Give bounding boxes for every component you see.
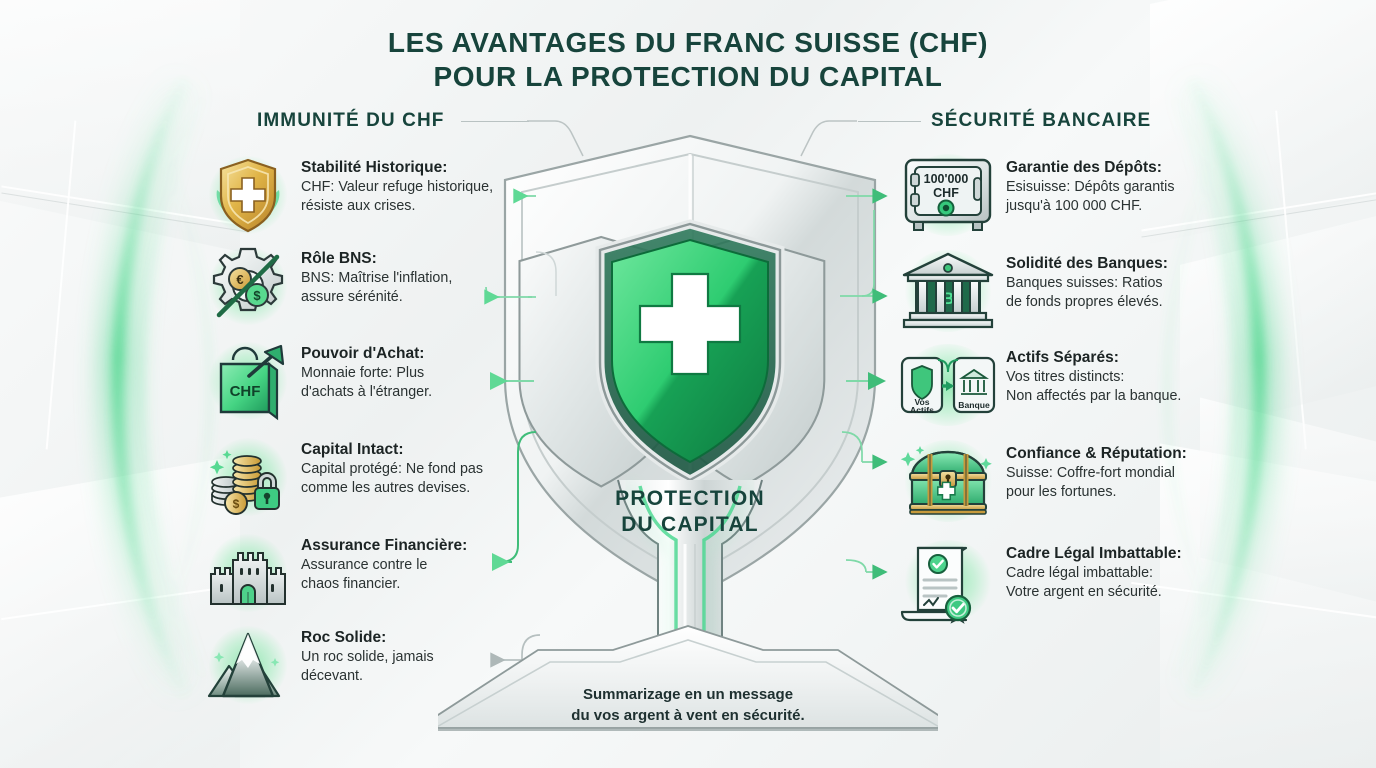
safe-amount-line-1: 100'000 bbox=[924, 172, 969, 186]
item-body-line-2: Votre argent en sécurité. bbox=[1006, 583, 1162, 600]
page-title: LES AVANTAGES DU FRANC SUISSE (CHF) POUR… bbox=[0, 26, 1376, 94]
title-line-1: LES AVANTAGES DU FRANC SUISSE (CHF) bbox=[387, 27, 989, 58]
item-body-line-2: d'achats à l'étranger. bbox=[301, 383, 433, 400]
mountain-rock-icon bbox=[205, 622, 291, 708]
svg-text:CHF: CHF bbox=[230, 383, 261, 400]
item-body-line-1: Monnaie forte: Plus bbox=[301, 364, 425, 381]
item-body-line-1: Vos titres distincts: bbox=[1006, 368, 1125, 385]
list-item: € $ Rôle BNS: BNS: Maîtrise l'inflation,… bbox=[205, 243, 452, 329]
separated-assets-icon: Vos Actifs Banque bbox=[898, 342, 998, 428]
item-title: Capital Intact: bbox=[301, 441, 404, 458]
list-item: 100'000 CHF Garantie des Dépôts: Esisuis… bbox=[898, 152, 1174, 238]
svg-text:Vos: Vos bbox=[914, 397, 929, 407]
list-item: Stabilité Historique: CHF: Valeur refuge… bbox=[205, 152, 493, 238]
item-title: Rôle BNS: bbox=[301, 250, 377, 267]
item-body-line-1: BNS: Maîtrise l'inflation, bbox=[301, 269, 453, 286]
item-body-line-1: CHF: Valeur refuge historique, bbox=[301, 178, 494, 195]
section-header-right: SÉCURITÉ BANCAIRE bbox=[931, 110, 1152, 131]
coins-padlock-icon: $ bbox=[205, 434, 291, 520]
emblem-label-line-2: DU CAPITAL bbox=[621, 513, 759, 537]
section-elbow-right bbox=[800, 120, 857, 157]
section-header-left: IMMUNITÉ DU CHF bbox=[257, 110, 445, 131]
item-body-line-2: assure sérénité. bbox=[301, 288, 403, 305]
item-title: Cadre Légal Imbattable: bbox=[1006, 545, 1182, 562]
item-title: Roc Solide: bbox=[301, 629, 387, 646]
bank-building-icon: B bbox=[898, 248, 998, 334]
item-body-line-1: Capital protégé: Ne fond pas bbox=[301, 460, 484, 477]
item-title: Garantie des Dépôts: bbox=[1006, 159, 1162, 176]
title-line-2: POUR LA PROTECTION DU CAPITAL bbox=[433, 61, 943, 93]
list-item: CHF Pouvoir d'Achat: Monnaie forte: Plus… bbox=[205, 338, 432, 424]
central-emblem: PROTECTION DU CAPITAL bbox=[480, 128, 900, 689]
item-title: Stabilité Historique: bbox=[301, 159, 448, 176]
item-body-line-1: Assurance contre le bbox=[301, 556, 428, 573]
section-rule-right bbox=[858, 121, 921, 123]
list-item: B Solidité des Banques: Banques suisses:… bbox=[898, 248, 1168, 334]
footer-line-1: Summarizage en un message bbox=[582, 686, 794, 703]
item-title: Pouvoir d'Achat: bbox=[301, 345, 425, 362]
item-body-line-2: Non affectés par la banque. bbox=[1006, 387, 1182, 404]
svg-text:Actifs: Actifs bbox=[910, 405, 934, 415]
item-title: Confiance & Réputation: bbox=[1006, 445, 1187, 462]
svg-text:Banque: Banque bbox=[958, 400, 990, 410]
safe-vault-icon: 100'000 CHF bbox=[898, 152, 998, 238]
section-elbow-left bbox=[527, 120, 584, 157]
item-title: Solidité des Banques: bbox=[1006, 255, 1168, 272]
item-body-line-2: pour les fortunes. bbox=[1006, 483, 1117, 500]
item-body-line-2: comme les autres devises. bbox=[301, 479, 471, 496]
gold-shield-cross-icon bbox=[205, 152, 291, 238]
item-title: Actifs Séparés: bbox=[1006, 349, 1119, 366]
item-body-line-2: de fonds propres élevés. bbox=[1006, 293, 1163, 310]
section-rule-left bbox=[461, 121, 529, 123]
item-body-line-2: résiste aux crises. bbox=[301, 197, 416, 214]
item-body-line-2: décevant. bbox=[301, 667, 363, 684]
gear-no-euro-dollar-icon: € $ bbox=[205, 243, 291, 329]
footer-line-2: du vos argent à vent en sécurité. bbox=[571, 707, 805, 725]
chf-shopping-bag-up-arrow-icon: CHF bbox=[205, 338, 291, 424]
item-body-line-1: Un roc solide, jamais bbox=[301, 648, 434, 665]
safe-amount-line-2: CHF bbox=[933, 186, 959, 200]
footer-text: Summarizage en un message du vos argent … bbox=[438, 684, 938, 727]
item-body-line-1: Suisse: Coffre-fort mondial bbox=[1006, 464, 1175, 481]
item-body-line-1: Esisuisse: Dépôts garantis bbox=[1006, 178, 1175, 195]
legal-certificate-seal-icon bbox=[898, 538, 998, 624]
treasure-chest-icon bbox=[898, 438, 998, 524]
item-body-line-1: Cadre légal imbattable: bbox=[1006, 564, 1154, 581]
item-title: Assurance Financière: bbox=[301, 537, 468, 554]
emblem-label: PROTECTION DU CAPITAL bbox=[480, 486, 900, 539]
list-item: Roc Solide: Un roc solide, jamais déceva… bbox=[205, 622, 434, 708]
svg-text:$: $ bbox=[233, 497, 240, 511]
list-item: Vos Actifs Banque Actifs Séparés: Vos ti… bbox=[898, 342, 1181, 428]
list-item: $ Capital Intact: Capital protégé: Ne fo… bbox=[205, 434, 483, 520]
item-body-line-1: Banques suisses: Ratios bbox=[1006, 274, 1163, 291]
svg-text:€: € bbox=[236, 272, 243, 287]
castle-fortress-icon bbox=[205, 530, 291, 616]
item-body-line-2: chaos financier. bbox=[301, 575, 401, 592]
item-body-line-2: jusqu'à 100 000 CHF. bbox=[1006, 197, 1143, 214]
svg-text:$: $ bbox=[253, 288, 261, 303]
emblem-label-line-1: PROTECTION bbox=[615, 487, 765, 510]
list-item: Confiance & Réputation: Suisse: Coffre-f… bbox=[898, 438, 1187, 524]
list-item: Cadre Légal Imbattable: Cadre légal imba… bbox=[898, 538, 1182, 624]
list-item: Assurance Financière: Assurance contre l… bbox=[205, 530, 467, 616]
